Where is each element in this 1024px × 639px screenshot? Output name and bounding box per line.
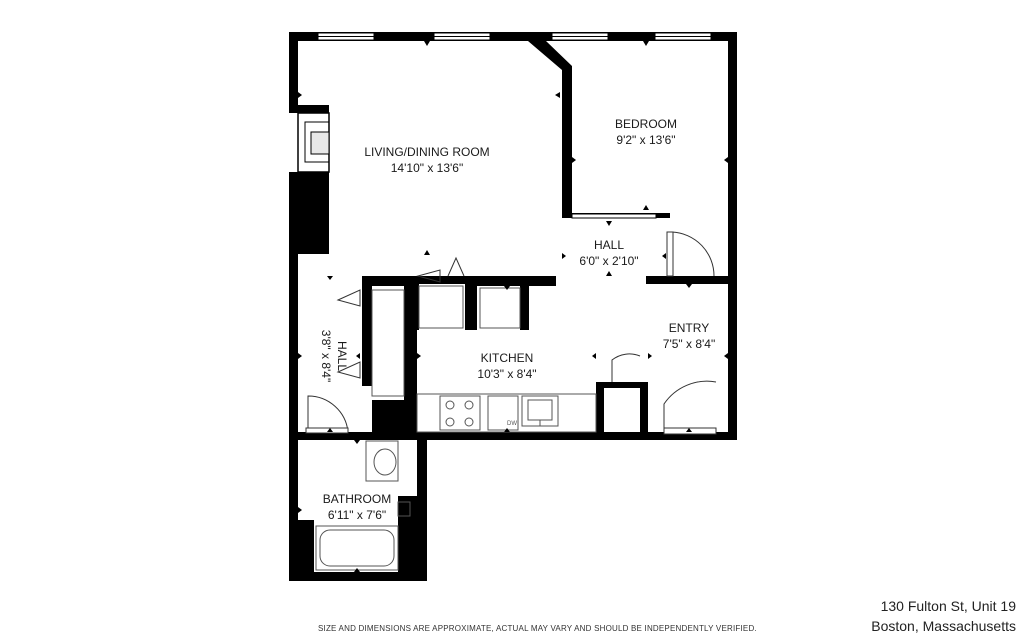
living-room-dims: 14'10" x 13'6" (391, 161, 464, 175)
bathroom-dims: 6'11" x 7'6" (328, 508, 386, 522)
hall-upper-name: HALL (594, 238, 624, 252)
hall-side-name: HALL (335, 341, 349, 371)
hall-side-dims: 3'8" x 8'4" (319, 330, 333, 382)
kitchen-name: KITCHEN (481, 351, 534, 365)
bedroom-dims: 9'2" x 13'6" (616, 133, 675, 147)
living-room-name: LIVING/DINING ROOM (364, 145, 489, 159)
windows (317, 32, 712, 219)
bathroom-name: BATHROOM (323, 492, 391, 506)
kitchen-dims: 10'3" x 8'4" (477, 367, 536, 381)
dimension-markers (298, 41, 728, 572)
hall-upper-dims: 6'0" x 2'10" (579, 254, 638, 268)
disclaimer-text: SIZE AND DIMENSIONS ARE APPROXIMATE, ACT… (318, 624, 757, 633)
kitchen-fixtures (371, 285, 597, 433)
address-line-2: Boston, Massachusetts (871, 618, 1016, 634)
room-labels: LIVING/DINING ROOM 14'10" x 13'6" BEDROO… (319, 117, 715, 522)
entry-dims: 7'5" x 8'4" (663, 337, 715, 351)
dishwasher-label: DW (507, 421, 517, 427)
bedroom-name: BEDROOM (615, 117, 677, 131)
entry-name: ENTRY (669, 321, 709, 335)
openings (298, 41, 728, 572)
fireplace (297, 112, 330, 173)
address-line-1: 130 Fulton St, Unit 19 (880, 598, 1016, 614)
